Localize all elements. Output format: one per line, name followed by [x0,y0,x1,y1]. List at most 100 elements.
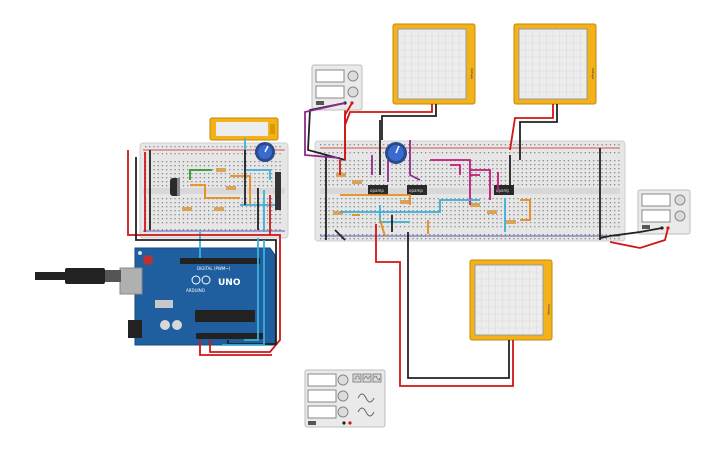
opamp-2[interactable]: opamp [407,185,427,195]
pin-header[interactable] [275,172,281,210]
breadboard-hole [412,152,414,154]
breadboard-hole [483,164,486,166]
breadboard-hole [420,202,423,204]
wires-arduino[interactable] [127,150,281,356]
breadboard-hole [420,226,423,228]
breadboard-hole [182,218,185,220]
breadboard-hole [170,202,172,204]
wires-oscilloscopes[interactable] [344,104,558,387]
breadboard-hole [203,165,206,167]
breadboard-hole [559,176,561,178]
oscilloscope-3[interactable]: Voltage [469,259,553,341]
breadboard-hole [517,202,519,204]
breadboard-hole [341,206,343,208]
wires-left-breadboard[interactable] [144,138,275,235]
breadboard-hole [601,198,603,200]
breadboard-hole [483,160,486,162]
lcd-display[interactable] [209,117,279,141]
breadboard-hole [496,218,498,220]
breadboard-hole [328,218,330,220]
breadboard-hole [220,206,222,208]
breadboard-hole [408,152,410,154]
breadboard-hole [454,234,456,236]
breadboard-hole [336,164,339,166]
oscilloscope-1[interactable]: Voltage [392,23,476,105]
breadboard-hole [546,234,549,236]
power-supply-right[interactable] [637,189,691,235]
breadboard-hole [345,214,347,216]
breadboard-hole [525,180,528,182]
function-generator[interactable] [304,369,386,428]
breadboard-hole [597,238,599,240]
breadboard-hole [383,180,385,182]
breadboard-hole [370,210,372,212]
breadboard-hole [212,181,214,183]
breadboard-hole [467,198,469,200]
opamp-1[interactable]: opamp [368,185,388,195]
electrolytic-capacitor[interactable] [170,178,180,196]
breadboard-hole [513,164,515,166]
breadboard-hole [446,144,448,146]
breadboard-hole [279,218,281,220]
breadboard-hole [441,222,444,224]
breadboard-hole [362,160,364,162]
breadboard-hole [513,198,515,200]
breadboard-hole [441,214,444,216]
breadboard-hole [187,202,189,204]
breadboard-hole [425,180,427,182]
breadboard-hole [601,206,603,208]
breadboard-hole [483,206,486,208]
breadboard-hole [387,202,389,204]
wires-power-supply-right[interactable] [599,227,669,249]
breadboard-hole [580,226,582,228]
breadboard-hole [479,184,481,186]
breadboard-hole [174,210,176,212]
breadboard-hole [229,173,231,175]
potentiometer-right[interactable] [385,142,407,164]
potentiometer-left[interactable] [255,142,275,162]
usb-cable-icon[interactable] [35,268,121,284]
breadboard-hole [262,181,264,183]
breadboard-hole [462,202,465,204]
breadboard-hole [555,152,557,154]
breadboard-hole [433,164,435,166]
opamp-3[interactable]: opamp [494,185,514,195]
breadboard-hole [170,229,172,231]
sine-wave-icon [357,407,375,417]
breadboard-hole [370,144,372,146]
breadboard-hole [496,238,498,240]
breadboard-hole [471,238,473,240]
breadboard-hole [387,198,389,200]
breadboard-hole [332,198,334,200]
power-supply-top[interactable] [311,64,363,111]
breadboard-hole [383,164,385,166]
resistors-left[interactable] [182,168,236,211]
arduino-uno-board[interactable]: UNO DIGITAL (PWM~) ARDUINO [119,247,276,346]
breadboard-hole [542,206,544,208]
breadboard-hole [576,238,578,240]
breadboard-hole [458,214,460,216]
breadboard-hole [601,226,603,228]
breadboard-hole [479,180,481,182]
breadboard-hole [458,152,460,154]
breadboard-hole [199,161,201,163]
breadboard-hole [471,184,473,186]
breadboard-hole [161,222,164,224]
resistors-right[interactable] [333,173,516,224]
breadboard-hole [353,176,355,178]
breadboard-hole [509,226,511,228]
breadboard-hole [618,172,620,174]
breadboard-hole [614,238,616,240]
breadboard-hole [492,176,494,178]
breadboard-hole [166,206,168,208]
breadboard-hole [441,238,444,240]
breadboard-hole [513,168,515,170]
oscilloscope-2[interactable]: Voltage [513,23,597,105]
breadboard-hole [336,206,339,208]
breadboard-hole [412,202,414,204]
breadboard-hole [576,184,578,186]
breadboard-hole [182,165,185,167]
breadboard-hole [153,177,155,179]
breadboard-hole [212,222,214,224]
